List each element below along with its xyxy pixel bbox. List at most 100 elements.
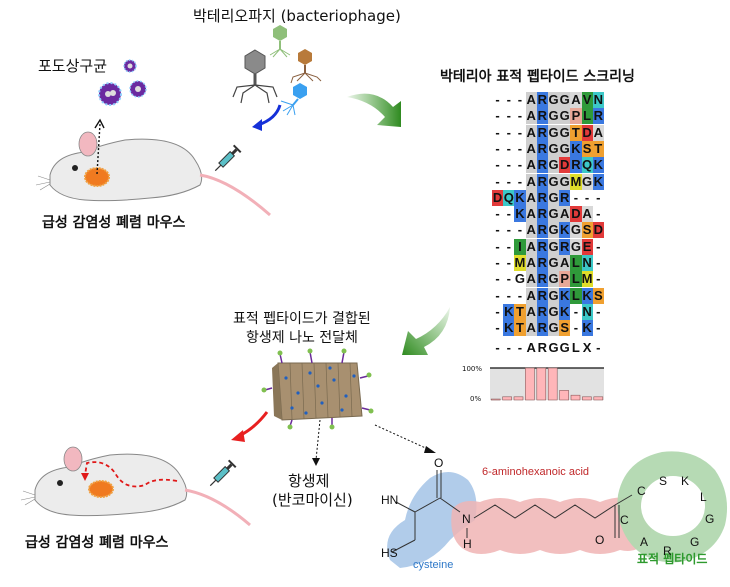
residue: - (573, 303, 579, 319)
residue: R (536, 173, 548, 190)
residue: - (506, 287, 511, 303)
residue: - (506, 206, 511, 222)
consensus-residue: - (517, 339, 523, 355)
residue: - (506, 238, 511, 254)
syringe-icon (214, 144, 242, 172)
peptide-residue: L (700, 490, 707, 504)
residue: - (495, 108, 500, 124)
atom-O-top: O (434, 456, 444, 470)
residue: - (573, 189, 579, 205)
residue: K (514, 189, 526, 206)
residue: A (525, 108, 537, 125)
residue: G (547, 238, 560, 255)
conservation-bar (525, 367, 535, 401)
conservation-bar (490, 398, 501, 401)
mouse-top-label: 급성 감염성 폐렴 마우스 (42, 215, 186, 231)
peptide-residue: A (640, 535, 649, 549)
residue: L (581, 108, 593, 125)
residue: D (492, 189, 504, 206)
residue: - (495, 206, 500, 222)
residue: - (495, 92, 500, 107)
residue: - (596, 238, 601, 254)
consensus-residue: X (582, 339, 592, 355)
residue: - (495, 173, 500, 189)
residue: G (547, 92, 560, 108)
residue: - (495, 124, 500, 140)
residue: A (525, 173, 537, 190)
atom-O-bottom: O (595, 533, 605, 547)
residue: A (570, 92, 582, 108)
conservation-bar (582, 396, 592, 401)
residue: D (592, 222, 604, 239)
residue: K (581, 287, 593, 304)
residue: - (517, 108, 523, 124)
bacterium-large (98, 82, 122, 106)
residue: G (570, 222, 582, 239)
nano-carrier-label-1: 표적 펩타이드가 결합된 (233, 311, 371, 327)
residue: - (596, 206, 601, 222)
nano-carrier-icon (261, 348, 374, 430)
bacterium-medium (129, 80, 147, 98)
mouse-bottom-label: 급성 감염성 폐렴 마우스 (25, 535, 169, 551)
residue: T (514, 320, 526, 337)
residue: G (547, 320, 560, 337)
residue: R (536, 157, 548, 174)
atom-H: H (463, 537, 472, 551)
cysteine-label: cysteine (413, 559, 454, 571)
residue: - (506, 157, 511, 173)
residue: R (536, 303, 548, 320)
residue: S (581, 222, 593, 239)
atom-HS: HS (381, 546, 398, 560)
residue: G (547, 206, 560, 223)
residue: L (570, 287, 582, 304)
residue: K (559, 222, 571, 239)
staph-label: 포도상구균 (38, 57, 108, 75)
residue: M (514, 255, 526, 271)
staphylococcus-icon (98, 59, 147, 106)
residue: M (581, 271, 593, 288)
conservation-bar (536, 367, 547, 401)
residue: G (547, 255, 560, 271)
phage-label: 박테리오파지 (bacteriophage) (193, 7, 401, 25)
residue: G (547, 140, 560, 157)
residue: G (547, 157, 560, 174)
residue: A (525, 222, 537, 239)
residue: Q (581, 157, 593, 174)
residue: K (503, 303, 515, 320)
bacterium-small (123, 59, 137, 73)
peptide-residue: S (659, 474, 668, 488)
residue: G (547, 108, 560, 125)
phage-green-icon (269, 25, 291, 58)
residue: - (517, 124, 523, 140)
residue: - (596, 271, 601, 287)
residue: - (495, 303, 500, 319)
residue: A (525, 124, 537, 141)
peptide-residue: G (690, 535, 700, 549)
residue: - (517, 140, 523, 156)
residue: R (559, 238, 571, 255)
residue: G (559, 173, 571, 190)
phage-gray-icon (232, 49, 278, 104)
residue: - (517, 173, 523, 189)
residue: K (581, 320, 593, 337)
residue: R (536, 287, 548, 304)
residue: - (596, 320, 601, 336)
residue: A (525, 287, 537, 304)
residue: - (573, 320, 579, 336)
conservation-bar-chart (490, 367, 604, 401)
dotted-arrow-icon (94, 118, 105, 175)
mouse-top-icon (35, 131, 271, 217)
residue: M (570, 173, 582, 190)
antibiotic-label: 항생제 (288, 472, 330, 490)
residue: D (570, 206, 582, 223)
residue: S (581, 140, 593, 157)
residue: - (596, 303, 601, 319)
peptide-residue: C (620, 513, 629, 527)
residue: G (547, 189, 560, 206)
residue: - (495, 255, 500, 270)
consensus-residue: - (495, 339, 500, 355)
